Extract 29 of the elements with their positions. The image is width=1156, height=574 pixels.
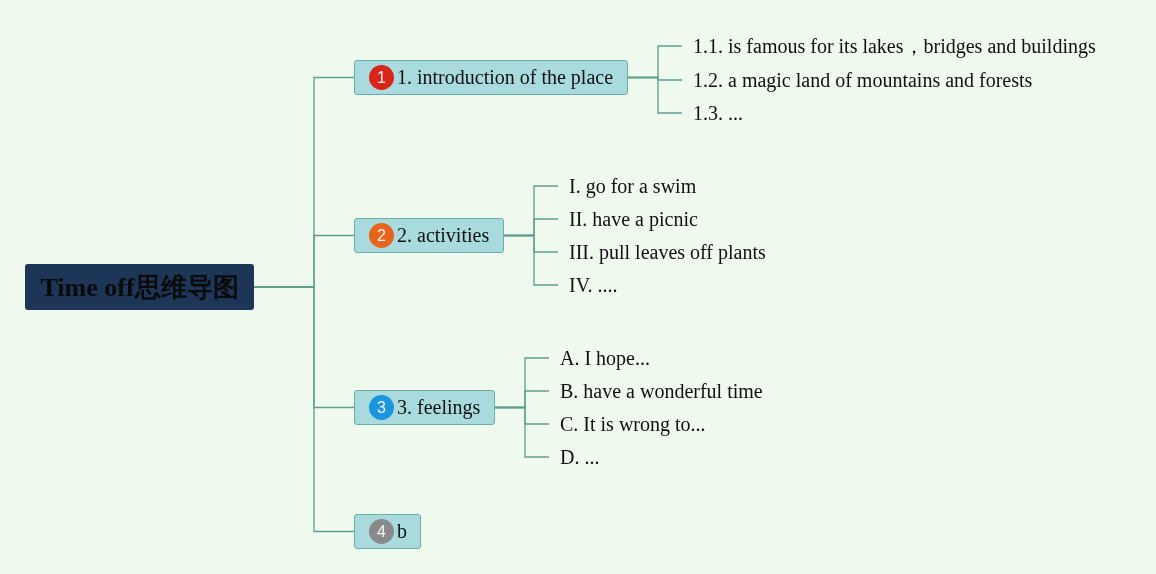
topic-label: b <box>397 520 407 543</box>
subtopic-text: C. It is wrong to... <box>549 409 706 439</box>
number-badge: 1 <box>369 65 394 90</box>
branch-line <box>253 286 355 533</box>
subtopic-text: III. pull leaves off plants <box>558 237 766 267</box>
subtopic-text: B. have a wonderful time <box>549 376 763 406</box>
topic-label: 3. feelings <box>397 396 481 419</box>
topic-box <box>354 390 495 425</box>
subtopic-text: IV. .... <box>558 270 618 300</box>
topic-box <box>354 60 628 95</box>
subtopic-text: 1.2. a magic land of mountains and forests <box>682 65 1033 95</box>
central-topic-box <box>25 264 254 310</box>
branch-line <box>494 406 550 458</box>
topic-label: 1. introduction of the place <box>397 66 614 89</box>
subtopic-text: A. I hope... <box>549 343 650 373</box>
central-topic-title: Time off思维导图 <box>40 271 239 304</box>
subtopic-text: 1.3. ... <box>682 98 743 128</box>
topic-label: 2. activities <box>397 224 490 247</box>
subtopic-text: D. ... <box>549 442 600 472</box>
topic-box <box>354 514 421 549</box>
number-badge: 2 <box>369 223 394 248</box>
topic-box <box>354 218 504 253</box>
number-badge: 3 <box>369 395 394 420</box>
branch-line <box>627 76 683 114</box>
branch-line <box>503 234 559 286</box>
subtopic-text: 1.1. is famous for its lakes，bridges and buildings <box>682 31 1096 61</box>
subtopic-text: II. have a picnic <box>558 204 698 234</box>
number-badge: 4 <box>369 519 394 544</box>
subtopic-text: I. go for a swim <box>558 171 697 201</box>
